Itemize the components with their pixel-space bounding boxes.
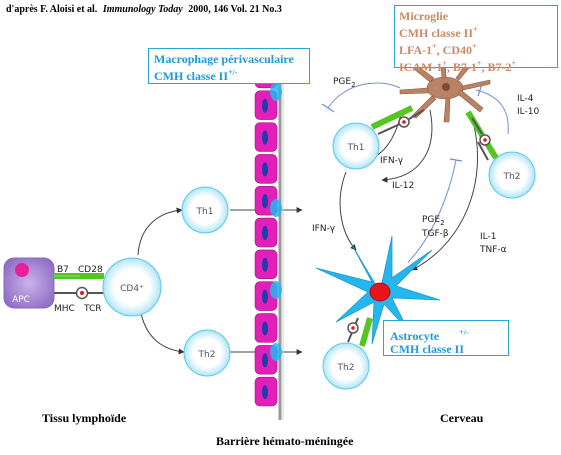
- th1-right-cell: Th1: [332, 122, 380, 170]
- endothelial-nucleus: [262, 98, 268, 113]
- citation-text: d'après F. Aloisi et al. Immunology Toda…: [6, 4, 282, 15]
- label-cerveau: Cerveau: [440, 411, 484, 425]
- perivascular-macrophage: [270, 281, 282, 299]
- astrocyte-info-box: Astrocyte+/- CMH classe II: [383, 320, 509, 356]
- svg-text:Th2: Th2: [503, 172, 521, 182]
- macrophage-line1: Macrophage périvasculaire: [154, 52, 294, 66]
- tcr-label: TCR: [83, 304, 102, 314]
- arrow-il1-tnfa: [411, 111, 479, 271]
- perivascular-macrophage: [270, 343, 282, 361]
- microglia-line3: LFA-1+, CD40+: [399, 42, 477, 57]
- endothelial-nucleus: [262, 289, 268, 304]
- il4-label: IL-4: [517, 94, 534, 104]
- endothelial-nucleus: [262, 257, 268, 272]
- mhc-label: MHC: [54, 304, 75, 314]
- blood-brain-barrier: [254, 50, 284, 420]
- apc-nucleus: [15, 263, 29, 277]
- cd4-cell: CD4⁺: [102, 257, 162, 317]
- perivascular-macrophage: [270, 199, 282, 217]
- endothelial-nucleus: [262, 226, 268, 240]
- tgfb-label: TGF-β: [421, 229, 449, 239]
- endothelial-nucleus: [262, 130, 268, 145]
- astrocyte-th2-links: [347, 317, 373, 347]
- perivascular-macrophage: [270, 83, 282, 101]
- il12-label: IL-12: [392, 181, 414, 191]
- ifng-mid-label: IFN-γ: [380, 156, 404, 166]
- b7-label: B7: [57, 265, 69, 275]
- microglia-info-box: Microglie CMH classe II+ LFA-1+, CD40+ I…: [394, 5, 558, 74]
- macrophage-info-box: Macrophage périvasculaire CMH classe II+…: [148, 48, 310, 84]
- il10-label: IL-10: [517, 107, 539, 117]
- arrow-ifng-left: [339, 171, 357, 251]
- pge2-mid-label: PGE2: [422, 215, 445, 227]
- arrow-il12: [381, 109, 433, 183]
- astrocyte-cell: [315, 235, 441, 345]
- th2-right-top-cell: Th2: [488, 151, 536, 199]
- ifng-left-label: IFN-γ: [312, 224, 336, 234]
- th2-microglia-links: [465, 110, 499, 161]
- endothelial-nucleus: [262, 385, 268, 400]
- arrow-cd4-to-th2: [139, 307, 185, 355]
- mhc-tcr-link: [54, 286, 104, 300]
- astrocyte-line1: Astrocyte+/-: [390, 328, 469, 343]
- arrow-cd4-to-th1: [137, 207, 183, 256]
- endothelial-nucleus: [262, 353, 268, 368]
- microglia-line4: ICAM-1+, B7-1+, B7-2+: [399, 59, 517, 74]
- astrocyte-line2: CMH classe II: [390, 342, 464, 356]
- cd4-label: CD4⁺: [120, 284, 144, 294]
- curve-il4-il10: [475, 89, 509, 135]
- svg-text:Th2: Th2: [198, 350, 216, 360]
- th1-microglia-links: [370, 105, 425, 135]
- endothelial-nucleus: [262, 321, 268, 336]
- curve-pge2-tgfb: [407, 159, 457, 263]
- label-barriere: Barrière hémato-méningée: [216, 434, 354, 448]
- curve-pge2-top: [327, 82, 401, 109]
- endothelial-nucleus: [262, 162, 268, 177]
- endothelial-nucleus: [262, 194, 268, 209]
- il1-label: IL-1: [480, 232, 496, 242]
- th1-left-cell: Th1: [181, 186, 229, 234]
- microglia-line2: CMH classe II+: [399, 25, 478, 40]
- tnfa-label: TNF-α: [479, 245, 507, 255]
- svg-text:Th2: Th2: [337, 363, 355, 373]
- microglia-title: Microglie: [399, 9, 449, 23]
- pge2-top-label: PGE2: [333, 77, 356, 89]
- label-tissu-lymphoide: Tissu lymphoïde: [42, 411, 127, 425]
- th2-right-bottom-cell: Th2: [322, 342, 370, 390]
- apc-label: APC: [12, 295, 30, 305]
- macrophage-line2: CMH classe II+/-: [154, 68, 238, 83]
- cytokine-labels: PGE2 IL-4 IL-10 IFN-γ IL-12 IFN-γ PGE2 T…: [312, 77, 539, 255]
- apc-cell: APC: [3, 257, 55, 309]
- th2-left-cell: Th2: [183, 329, 231, 377]
- cd28-label: CD28: [78, 265, 103, 275]
- svg-text:Th1: Th1: [347, 143, 365, 153]
- svg-text:Th1: Th1: [196, 207, 214, 217]
